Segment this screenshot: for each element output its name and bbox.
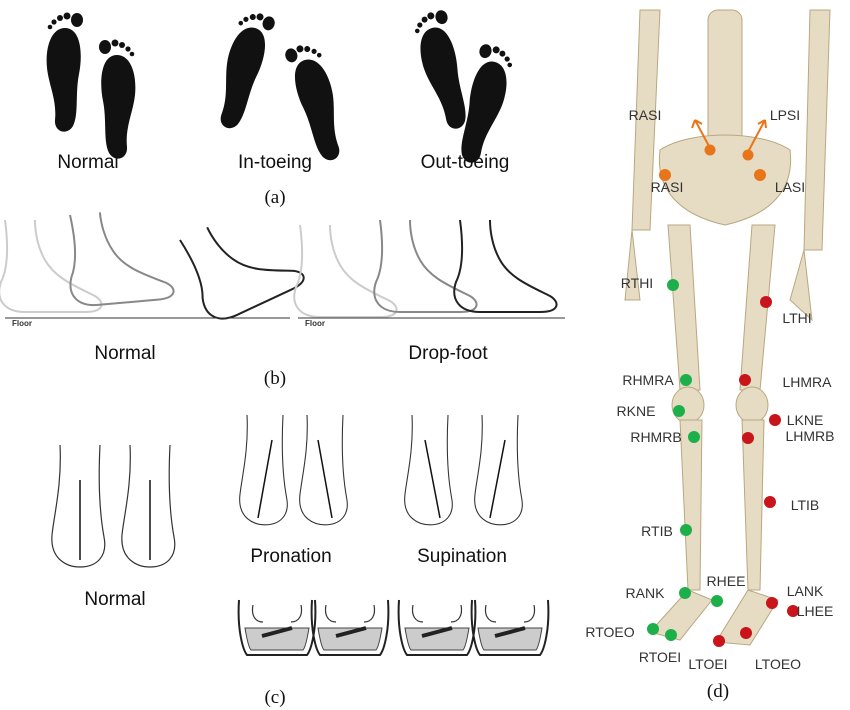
marker-dot-rtoeo xyxy=(647,623,659,635)
marker-label-lkne: LKNE xyxy=(787,412,824,428)
marker-label-ltib: LTIB xyxy=(791,497,820,513)
marker-label-lhmrb: LHMRB xyxy=(785,428,834,444)
marker-label-rthi: RTHI xyxy=(621,275,653,291)
marker-label-ltoei: LTOEI xyxy=(688,656,727,672)
marker-dot-rkne xyxy=(673,405,685,417)
marker-dot-rthi xyxy=(667,279,679,291)
marker-label-lpsi: LPSI xyxy=(770,107,800,123)
marker-label-rasi: RASI xyxy=(651,179,684,195)
marker-dot-lasi xyxy=(754,169,766,181)
marker-dot xyxy=(704,144,716,156)
marker-label-rkne: RKNE xyxy=(617,403,656,419)
normal-feet-icon xyxy=(46,12,136,159)
label-drop-foot: Drop-foot xyxy=(408,343,488,364)
marker-dot-rhee xyxy=(711,595,723,607)
marker-label-rtoeo: RTOEO xyxy=(585,624,634,640)
panel-b: Floor Floor Normal Drop-foot (b) xyxy=(0,198,565,389)
marker-dot-lank xyxy=(766,597,778,609)
normal-gait-sketch: Floor xyxy=(0,198,308,328)
skeleton-illustration xyxy=(624,9,831,646)
marker-label-rank: RANK xyxy=(626,585,666,601)
label-pronation: Pronation xyxy=(250,546,331,567)
caption-a: (a) xyxy=(264,187,285,208)
marker-label-ltoeo: LTOEO xyxy=(755,656,801,672)
label-supination: Supination xyxy=(417,546,507,567)
label-out-toeing: Out-toeing xyxy=(421,152,510,173)
in-toeing-feet-icon xyxy=(210,8,349,165)
drop-foot-sketch: Floor xyxy=(293,219,565,328)
marker-dot xyxy=(742,149,754,161)
marker-dot-ltib xyxy=(764,496,776,508)
marker-dot-rtib xyxy=(680,524,692,536)
marker-dot-lhee xyxy=(787,605,799,617)
floor-label: Floor xyxy=(12,319,32,328)
marker-label-rtoei: RTOEI xyxy=(639,649,681,665)
pelvis-arrows xyxy=(691,119,767,153)
supination-heels-sketch xyxy=(404,414,523,526)
caption-d: (d) xyxy=(707,681,729,702)
out-toeing-feet-icon xyxy=(410,8,517,167)
marker-dot-rank xyxy=(679,587,691,599)
marker-label-lhee: LHEE xyxy=(797,603,834,619)
normal-heels-sketch xyxy=(51,444,176,568)
marker-label-lasi: LASI xyxy=(775,179,805,195)
marker-label-lank: LANK xyxy=(787,583,824,599)
label-normal: Normal xyxy=(84,589,145,610)
label-normal: Normal xyxy=(94,343,155,364)
caption-c: (c) xyxy=(264,687,285,708)
marker-dot-rtoei xyxy=(665,629,677,641)
marker-label-rtib: RTIB xyxy=(641,523,673,539)
marker-dot-ltoeo xyxy=(740,627,752,639)
label-in-toeing: In-toeing xyxy=(238,152,312,173)
panel-d: RASI LPSI RASI LASI RTHI LTHI RHMRA LHMRA RKNE LK… xyxy=(585,9,835,702)
marker-dot-lthi xyxy=(760,296,772,308)
floor-label: Floor xyxy=(305,319,325,328)
marker-label-rhmra: RHMRA xyxy=(622,372,674,388)
panel-a: Normal In-toeing Out-toeing (a) xyxy=(46,8,517,208)
marker-dot-rhmrb xyxy=(688,431,700,443)
marker-dot-rhmra xyxy=(680,374,692,386)
marker-dot-lkne xyxy=(769,414,781,426)
panel-c: Normal Pronation Supination (c) xyxy=(51,414,550,708)
marker-label-rhmrb: RHMRB xyxy=(630,429,681,445)
marker-dot-lhmrb xyxy=(742,432,754,444)
marker-dot-rasi xyxy=(659,169,671,181)
marker-label-rhee: RHEE xyxy=(707,573,746,589)
marker-dot-ltoei xyxy=(713,635,725,647)
marker-label-lhmra: LHMRA xyxy=(782,374,832,390)
caption-b: (b) xyxy=(264,368,286,389)
label-normal: Normal xyxy=(57,152,118,173)
marker-dot-lhmra xyxy=(739,374,751,386)
pronation-heels-sketch xyxy=(239,414,348,526)
marker-label-rasi: RASI xyxy=(629,107,662,123)
shoe-wear-sketches xyxy=(237,599,550,656)
marker-label-lthi: LTHI xyxy=(782,310,811,326)
